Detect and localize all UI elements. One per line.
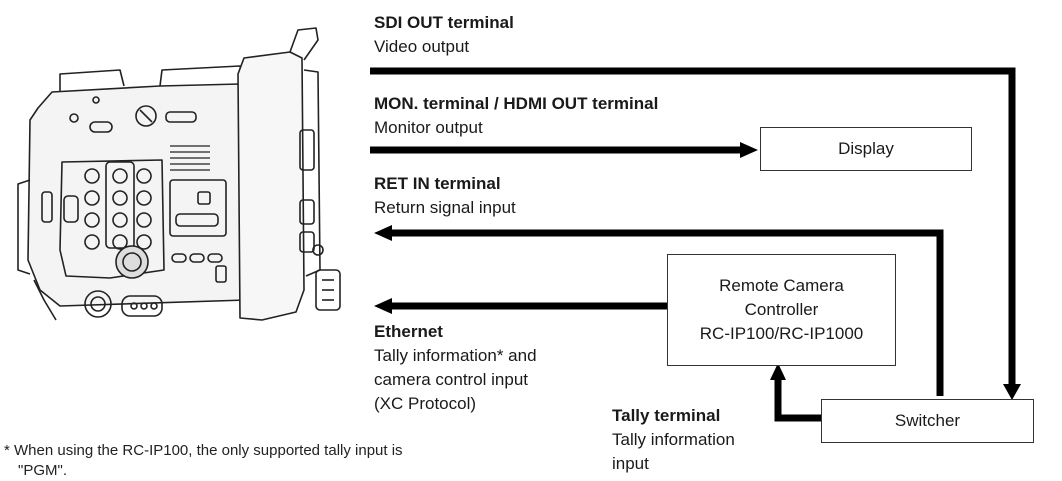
sdi-subtitle: Video output xyxy=(374,37,470,56)
sdi-line xyxy=(370,67,1016,386)
ethernet-sub-1: Tally information* and xyxy=(374,346,537,365)
mon-subtitle: Monitor output xyxy=(374,118,483,137)
sdi-arrowhead xyxy=(1003,384,1021,400)
ethernet-title: Ethernet xyxy=(374,322,443,341)
sdi-title: SDI OUT terminal xyxy=(374,13,514,32)
tally-arrowhead xyxy=(770,363,786,380)
ethernet-sub-3: (XC Protocol) xyxy=(374,394,477,413)
rcc-line-3: RC-IP100/RC-IP1000 xyxy=(699,324,864,343)
switcher-label: Switcher xyxy=(894,411,961,430)
footnote: * When using the RC-IP100, the only supp… xyxy=(4,441,403,481)
rcc-line-1: Remote Camera xyxy=(719,276,844,295)
rcc-line-2: Controller xyxy=(744,300,819,319)
switcher-box: Switcher xyxy=(821,399,1034,443)
tally-sub-2: input xyxy=(612,454,649,473)
eth-arrowhead xyxy=(374,298,392,314)
ret-arrowhead xyxy=(374,225,392,241)
remote-camera-controller-box: Remote Camera Controller RC-IP100/RC-IP1… xyxy=(667,254,896,366)
tally-sub-1: Tally information xyxy=(612,430,735,449)
mon-label: MON. terminal / HDMI OUT terminal Monito… xyxy=(374,92,658,140)
footnote-line-1: * When using the RC-IP100, the only supp… xyxy=(4,442,403,459)
sdi-label: SDI OUT terminal Video output xyxy=(374,11,514,59)
mon-title: MON. terminal / HDMI OUT terminal xyxy=(374,94,659,113)
ethernet-label: Ethernet Tally information* and camera c… xyxy=(374,320,537,416)
ret-subtitle: Return signal input xyxy=(374,198,516,217)
tally-title: Tally terminal xyxy=(612,406,721,425)
display-label: Display xyxy=(838,139,894,158)
mon-arrowhead xyxy=(740,142,758,158)
display-box: Display xyxy=(760,127,972,171)
ret-label: RET IN terminal Return signal input xyxy=(374,172,516,220)
ethernet-sub-2: camera control input xyxy=(374,370,529,389)
ret-line xyxy=(392,229,944,396)
camera-side-view-icon xyxy=(17,27,341,321)
footnote-line-2: "PGM". xyxy=(18,462,67,479)
ret-title: RET IN terminal xyxy=(374,174,501,193)
tally-label: Tally terminal Tally information input xyxy=(612,404,735,476)
tally-line xyxy=(774,378,822,422)
